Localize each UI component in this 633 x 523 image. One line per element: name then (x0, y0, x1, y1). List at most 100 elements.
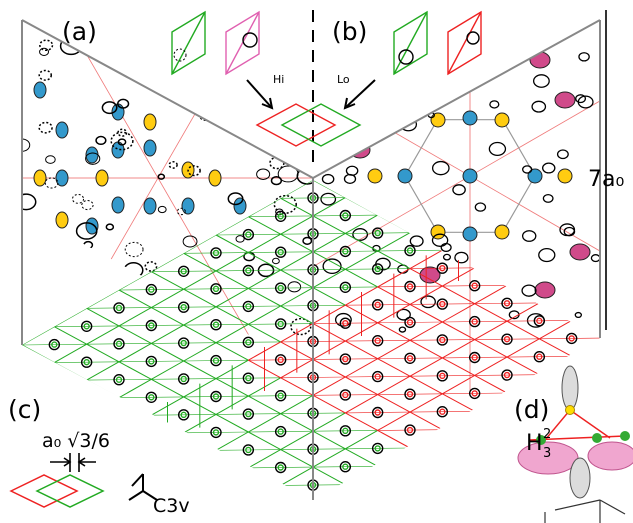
contour-ring (274, 318, 287, 330)
lattice-edge (409, 375, 443, 395)
lattice-diagonal (377, 321, 443, 324)
contour-core (471, 318, 478, 325)
lattice-edge (280, 466, 314, 486)
yellow-density-blob (367, 168, 383, 184)
contour-ring (242, 228, 255, 241)
yellow-density-blob (55, 211, 69, 229)
lattice-edge (345, 448, 378, 467)
contour-core (277, 248, 284, 256)
lattice-edge (280, 251, 314, 271)
contour-ring (274, 282, 287, 294)
magenta-density-blob (554, 91, 576, 109)
lattice-edge (474, 284, 508, 305)
lattice-diagonal (345, 304, 411, 306)
contour-core (245, 446, 252, 454)
contour-core (277, 284, 284, 292)
lattice-edge (474, 320, 508, 340)
lattice-diagonal (442, 285, 508, 287)
contour-ring (242, 372, 255, 384)
lattice-edge (377, 411, 411, 431)
lattice-diagonal (312, 358, 378, 360)
lattice-edge (539, 320, 572, 340)
lattice-edge (345, 412, 378, 431)
inset-ring (466, 31, 480, 45)
contour-core (245, 231, 252, 238)
lattice-edge (280, 413, 314, 432)
lattice-diagonal (118, 396, 184, 398)
contour-ring (156, 46, 178, 64)
lattice-diagonal (474, 374, 540, 376)
contour-core (439, 264, 446, 272)
lattice-diagonal (215, 233, 281, 236)
yellow-density-blob (95, 169, 109, 187)
lattice-diagonal (215, 305, 281, 308)
contour-core (277, 464, 284, 471)
contour-core (439, 408, 446, 415)
contour-core (342, 355, 349, 363)
inset-green-cell-left-diagonal (171, 11, 206, 75)
lattice-diagonal (377, 357, 443, 359)
contour-core (374, 301, 381, 309)
contour-core (503, 300, 511, 307)
lattice-edge (312, 430, 346, 450)
contour-ring (371, 442, 384, 455)
contour-ring (578, 52, 590, 62)
contour-ring (404, 388, 416, 400)
blue-density-blob (462, 110, 478, 126)
contour-ring (423, 100, 435, 110)
contour-ring (117, 138, 127, 146)
contour-ring (431, 233, 449, 247)
contour-core (148, 286, 155, 293)
lattice-diagonal (409, 375, 475, 377)
lattice-edge (506, 338, 540, 358)
contour-core (245, 267, 252, 274)
lattice-edge (409, 411, 443, 431)
contour-ring (488, 141, 507, 156)
contour-core (277, 213, 284, 220)
contour-ring (404, 352, 416, 364)
lattice-diagonal (183, 252, 249, 254)
lattice-edge (377, 232, 411, 252)
contour-ring (522, 165, 533, 174)
contour-core (406, 426, 414, 434)
lattice-diagonal (248, 287, 314, 289)
contour-core (245, 410, 252, 418)
lattice-diagonal (312, 394, 378, 396)
contour-core (342, 463, 349, 470)
inset-red-cell-diagonal (447, 11, 482, 75)
lattice-diagonal (345, 411, 411, 414)
lattice-edge (506, 302, 540, 322)
lattice-diagonal (312, 322, 378, 324)
contour-ring (371, 335, 384, 347)
contour-core (277, 392, 284, 399)
blue-density-blob (527, 168, 543, 184)
lattice-diagonal (215, 449, 281, 451)
lattice-edge (151, 360, 184, 380)
lattice-edge (54, 343, 87, 363)
panel-a-label: (a) (62, 17, 97, 46)
contour-core (212, 321, 220, 328)
inset-green-cell-left (171, 10, 206, 76)
yellow-density-blob (494, 224, 510, 240)
lattice-edge (151, 252, 184, 273)
contour-ring (474, 202, 487, 212)
contour-ring (117, 128, 128, 137)
contour-ring (404, 280, 416, 293)
lattice-edge (118, 361, 152, 380)
lattice-diagonal (345, 232, 411, 234)
contour-ring (210, 283, 222, 295)
contour-ring (177, 301, 190, 313)
lattice-edge (377, 430, 411, 449)
contour-ring (442, 253, 452, 261)
contour-ring (270, 175, 283, 186)
contour-ring (81, 200, 94, 211)
lattice-edge (377, 322, 411, 341)
lattice-edge (118, 378, 152, 399)
inset-green-cell-right (393, 10, 428, 76)
contour-ring (409, 235, 424, 247)
lattice-edge (345, 233, 378, 252)
lattice-diagonal (183, 359, 249, 362)
contour-ring (187, 165, 201, 177)
